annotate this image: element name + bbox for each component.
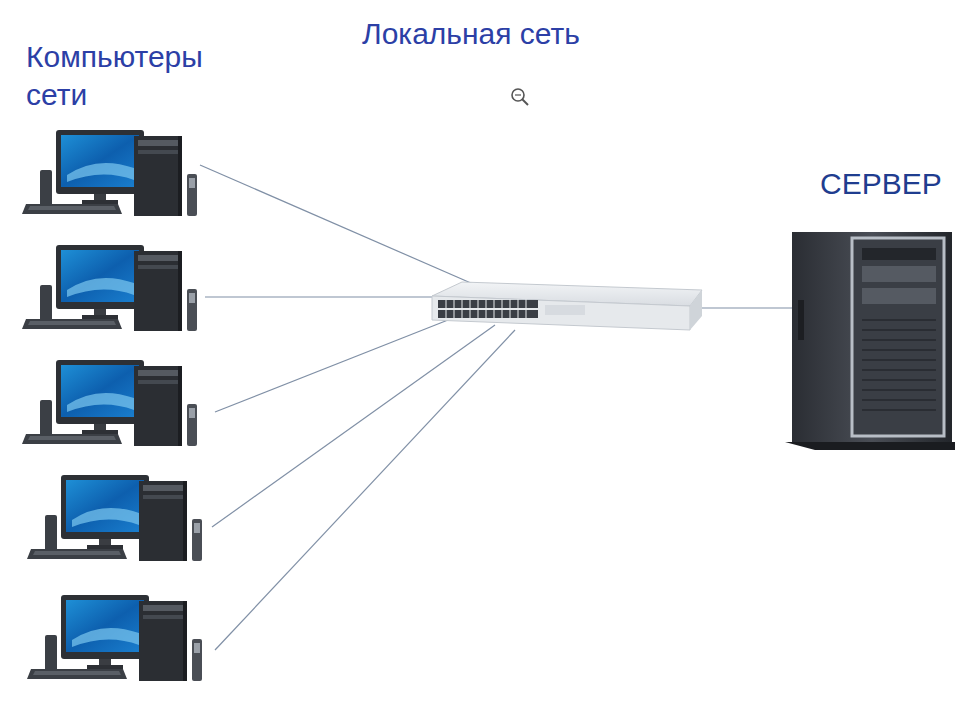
server-label: СЕРВЕР xyxy=(820,165,970,203)
group-label: Компьютеры сети xyxy=(26,38,241,113)
diagram-title: Локальная сеть xyxy=(362,15,642,53)
